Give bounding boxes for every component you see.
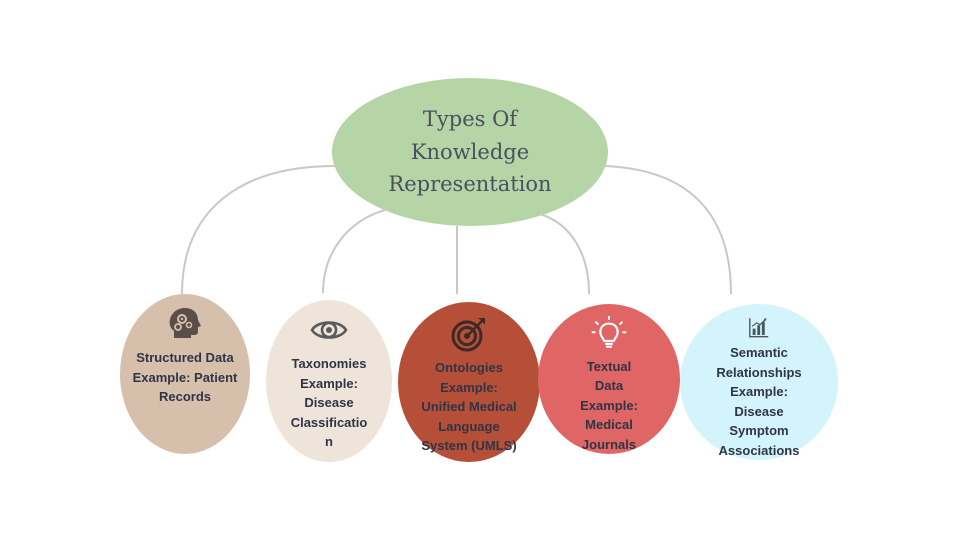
head-gears-icon: [169, 308, 201, 338]
lightbulb-icon: [591, 315, 627, 348]
node-textual-data: Textual Data Example: Medical Journals: [538, 304, 680, 454]
connector-4: [539, 213, 590, 295]
node-label-ontologies: Ontologies Example: Unified Medical Lang…: [421, 360, 517, 453]
node-ontologies: Ontologies Example: Unified Medical Lang…: [398, 302, 540, 462]
node-structured-data: Structured Data Example: Patient Records: [120, 294, 250, 454]
connector-5: [604, 165, 732, 295]
target-icon: [451, 318, 485, 352]
connector-1: [181, 165, 336, 295]
node-label-textual-data: Textual Data Example: Medical Journals: [580, 358, 638, 452]
node-taxonomies: Taxonomies Example: Disease Classificati…: [266, 300, 392, 462]
central-topic-ellipse: Types Of Knowledge Representation: [332, 78, 608, 226]
node-label-structured-data: Structured Data Example: Patient Records: [132, 350, 238, 404]
node-semantic-relationships: Semantic Relationships Example: Disease …: [680, 304, 838, 460]
bar-chart-icon: [749, 318, 769, 338]
connector-2: [322, 209, 386, 294]
node-label-taxonomies: Taxonomies Example: Disease Classificati…: [290, 356, 368, 449]
central-topic-title: Types Of Knowledge Representation: [388, 107, 552, 197]
eye-icon: [310, 321, 348, 339]
node-label-semantic-relationships: Semantic Relationships Example: Disease …: [716, 345, 802, 458]
